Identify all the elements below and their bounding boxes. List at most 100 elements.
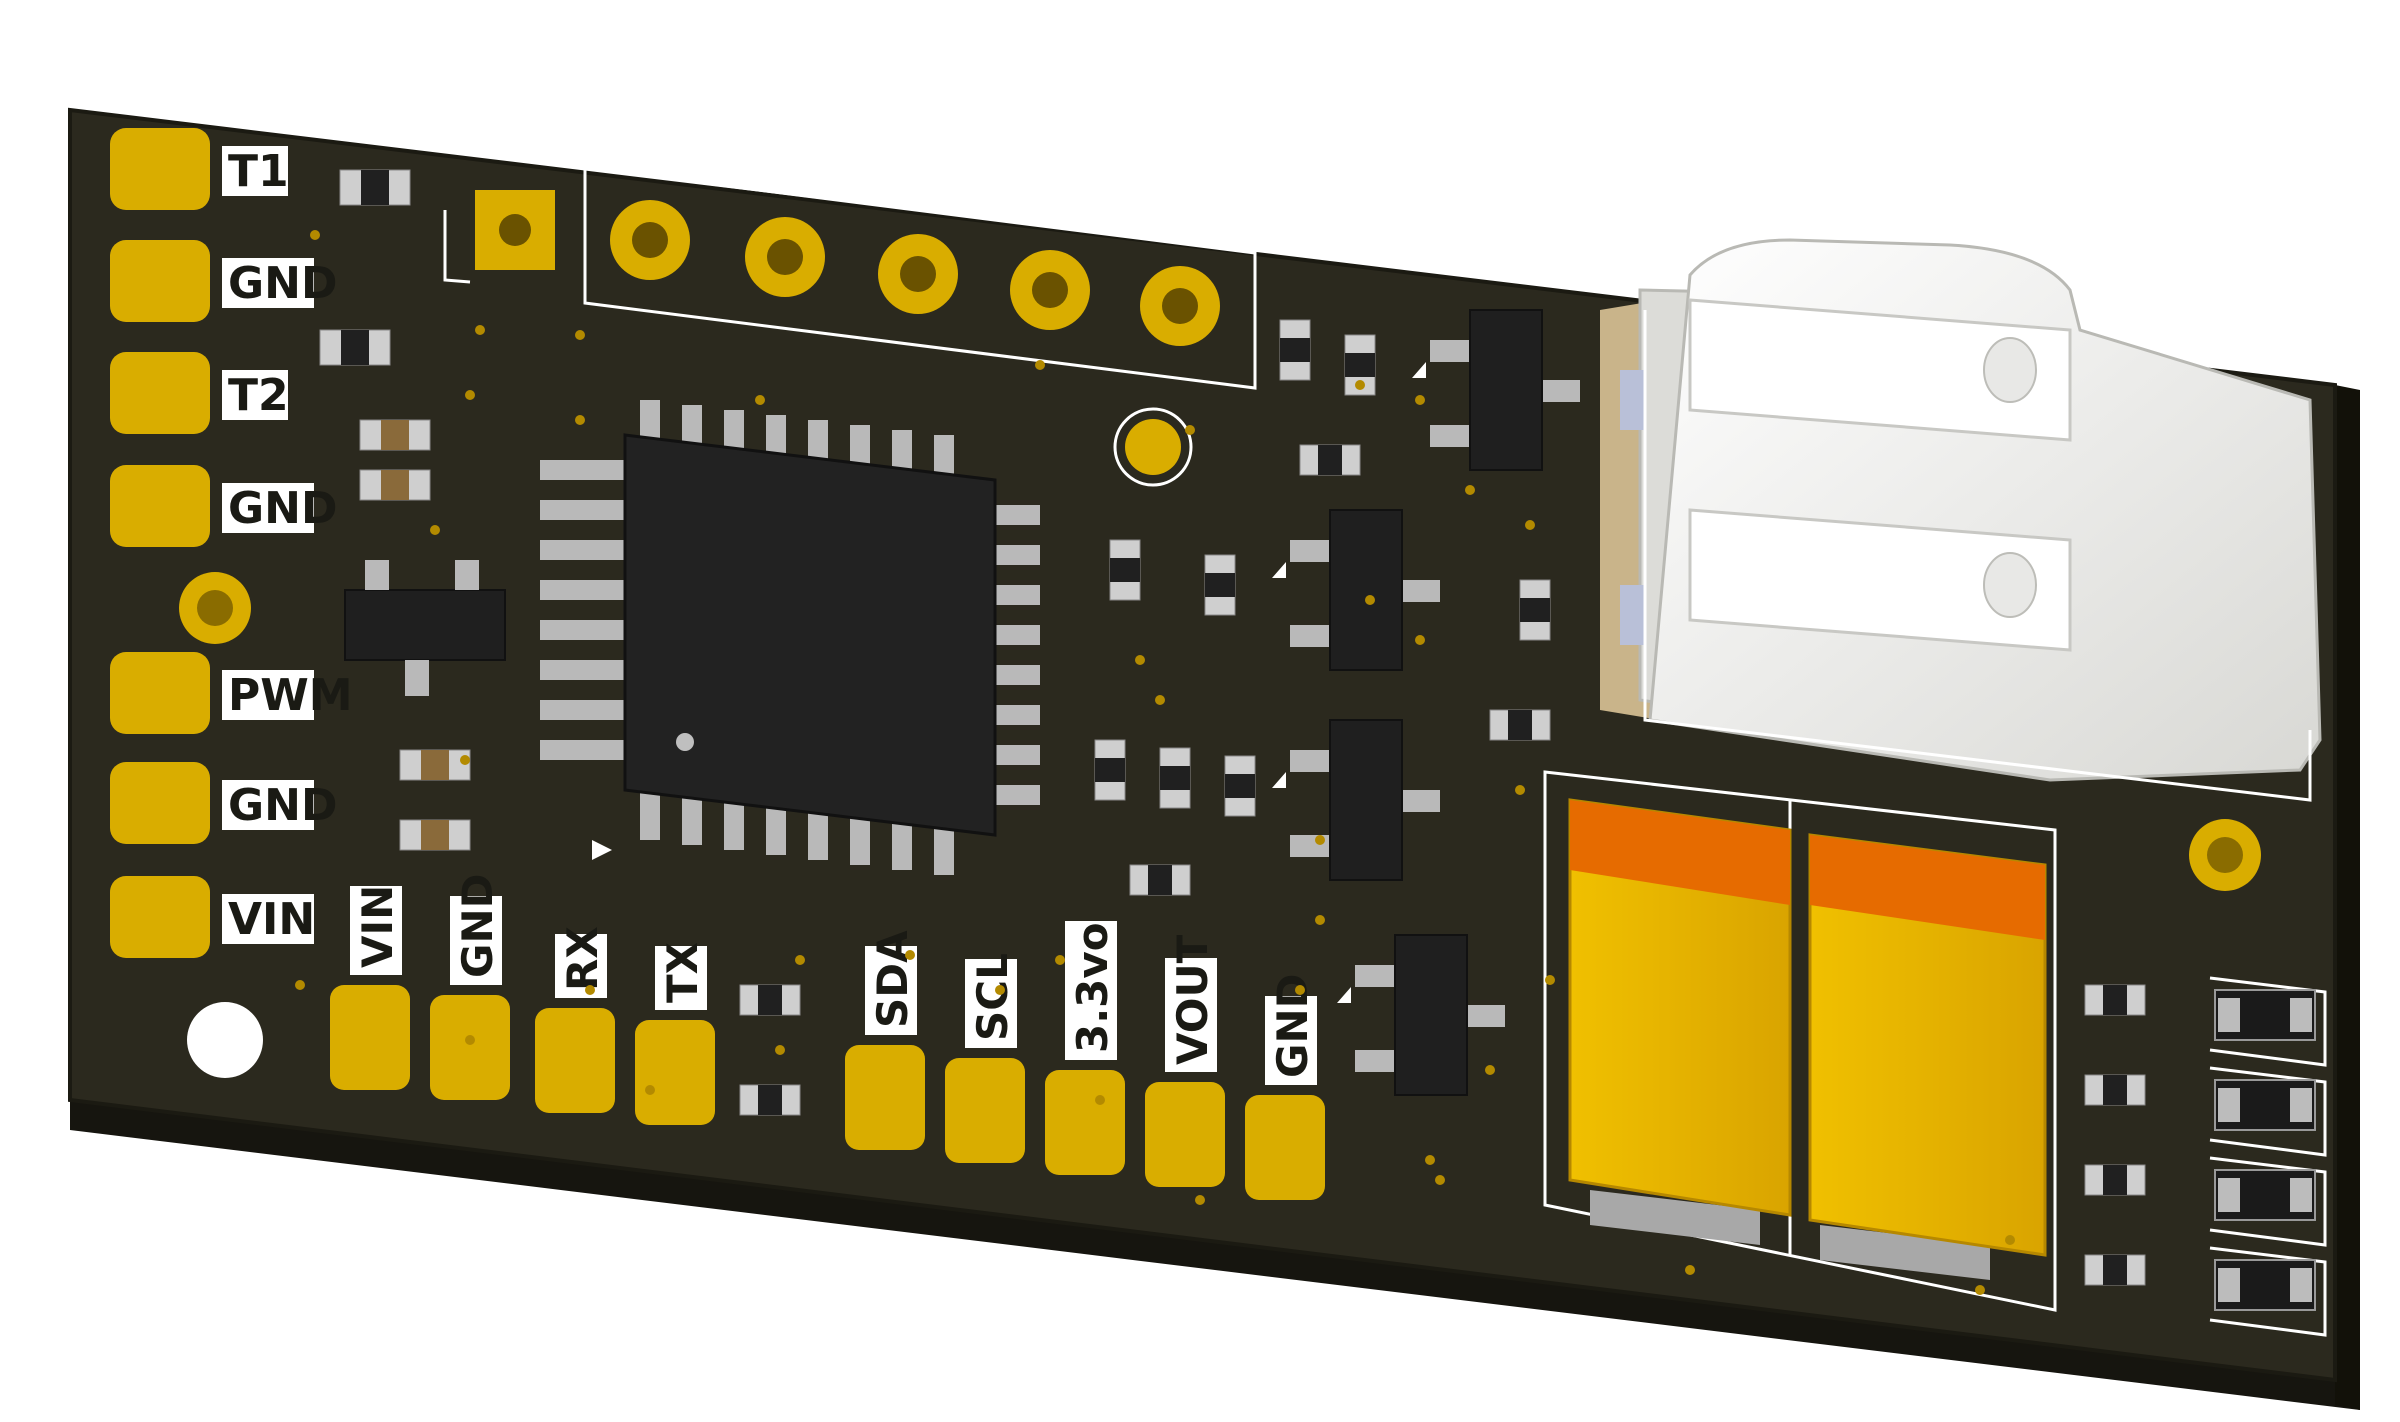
led xyxy=(2209,1156,2327,1247)
ic-pin xyxy=(990,785,1040,805)
pad-label: GND xyxy=(228,483,337,534)
ic-pin xyxy=(990,545,1040,565)
ic-pin xyxy=(540,500,628,520)
edge-pad-t2: T2 xyxy=(110,352,289,434)
edge-pad-gnd: GND xyxy=(110,465,337,547)
through-hole xyxy=(610,200,690,280)
via-field xyxy=(295,230,2015,1295)
smd-resistor xyxy=(1129,864,1191,896)
ic-pin xyxy=(540,460,628,480)
ic-pin xyxy=(540,540,628,560)
smd-capacitor xyxy=(359,469,431,501)
ic-pin xyxy=(990,745,1040,765)
ic-pin xyxy=(892,820,912,870)
pad-label: RX xyxy=(558,926,607,991)
smd-resistor xyxy=(2084,1254,2146,1286)
pcb-edge-right xyxy=(2335,385,2360,1410)
sot23-transistor xyxy=(1272,509,1440,671)
ic-pin xyxy=(724,800,744,850)
pad-label: SDA xyxy=(868,930,917,1028)
sot23-transistor xyxy=(344,560,506,696)
smd-resistor xyxy=(2084,1074,2146,1106)
smd-resistor xyxy=(339,169,411,206)
smd-resistor xyxy=(1109,539,1141,601)
through-hole xyxy=(1140,266,1220,346)
edge-pad-vout: VOUT xyxy=(1145,934,1225,1187)
ic-pin xyxy=(808,810,828,860)
smd-capacitor xyxy=(359,419,431,451)
edge-pad-tx: TX xyxy=(635,942,715,1125)
ic-pin xyxy=(850,815,870,865)
ic-pin xyxy=(540,580,628,600)
through-hole xyxy=(1010,250,1090,330)
pad-label: VIN xyxy=(228,894,315,945)
through-hole xyxy=(878,234,958,314)
smd-capacitor xyxy=(399,819,471,851)
smd-resistor xyxy=(1204,554,1236,616)
ic-pin xyxy=(540,620,628,640)
sot23-transistor xyxy=(1272,719,1440,881)
ic-pin xyxy=(892,430,912,470)
ic-pin xyxy=(540,660,628,680)
sot23-transistor xyxy=(1337,934,1505,1096)
smd-resistor xyxy=(2084,984,2146,1016)
led xyxy=(2209,1066,2327,1157)
mounting-hole-plated xyxy=(179,572,251,644)
smd-capacitor xyxy=(399,749,471,781)
edge-pad-3-3vo: 3.3vo xyxy=(1045,921,1125,1175)
mounting-hole-plated xyxy=(2189,819,2261,891)
pad-label: TX xyxy=(658,942,707,1003)
ic-pin xyxy=(808,420,828,460)
pad-label: VOUT xyxy=(1168,934,1217,1065)
edge-pad-gnd: GND xyxy=(110,240,337,322)
ic-pin xyxy=(640,790,660,840)
edge-pad-gnd: GND xyxy=(110,762,337,844)
ic-pin xyxy=(682,405,702,445)
pad-label: T1 xyxy=(228,146,289,197)
edge-pad-scl: SCL xyxy=(945,953,1025,1163)
ic-pin xyxy=(990,505,1040,525)
tantalum-capacitor xyxy=(1808,833,2047,1280)
ic-pin xyxy=(990,625,1040,645)
pad-label: 3.3vo xyxy=(1068,922,1117,1053)
ic-pin xyxy=(934,825,954,875)
smd-resistor xyxy=(739,984,801,1016)
ic-pin xyxy=(990,585,1040,605)
pcb-edge xyxy=(70,1100,2360,1410)
ic-pin xyxy=(640,400,660,440)
edge-pad-gnd: GND xyxy=(430,874,510,1100)
ic-pin xyxy=(934,435,954,475)
pin-header xyxy=(443,166,1257,390)
test-point xyxy=(1113,407,1193,487)
ic-pin xyxy=(990,665,1040,685)
smd-resistor xyxy=(1279,319,1311,381)
edge-pad-pwm: PWM xyxy=(110,652,353,734)
ic-pin xyxy=(766,805,786,855)
led xyxy=(2209,976,2327,1067)
ic-pin xyxy=(990,705,1040,725)
edge-pad-t1: T1 xyxy=(110,128,289,210)
pad-label: GND xyxy=(453,874,502,979)
smd-resistor xyxy=(1159,747,1191,809)
pad-label: T2 xyxy=(228,370,289,421)
smd-resistor xyxy=(739,1084,801,1116)
pad-label: VIN xyxy=(353,885,402,968)
pad-label: GND xyxy=(228,780,337,831)
smd-resistor xyxy=(1489,709,1551,741)
edge-pad-vin: VIN xyxy=(110,876,315,958)
tantalum-capacitor xyxy=(1568,798,1792,1245)
mounting-hole xyxy=(187,1002,263,1078)
ic-pin xyxy=(766,415,786,455)
smd-resistor xyxy=(1299,444,1361,476)
smd-resistor xyxy=(1224,755,1256,817)
smd-resistor xyxy=(1519,579,1551,641)
smd-resistor xyxy=(1094,739,1126,801)
pad-label: GND xyxy=(228,258,337,309)
ic-pin xyxy=(682,795,702,845)
pad-label: SCL xyxy=(968,953,1017,1041)
led xyxy=(2209,1246,2327,1337)
ic-pin xyxy=(724,410,744,450)
